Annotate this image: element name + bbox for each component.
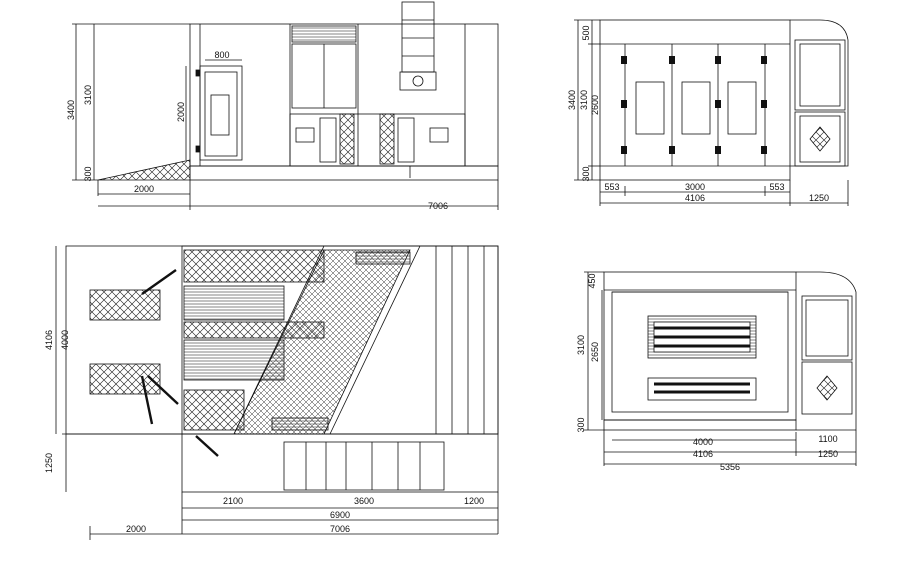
dim-end-left-offset: 553 [604, 182, 619, 192]
end-booth-body [599, 19, 791, 181]
dim-endb-overall-width: 5356 [720, 462, 740, 472]
dimension-labels: 3400 3100 300 800 2000 2000 7006 500 340… [44, 25, 838, 534]
dim-plan-total-length: 7006 [330, 524, 350, 534]
dim-plan-seg-c: 1200 [464, 496, 484, 506]
dim-endb-base-height: 300 [576, 417, 586, 432]
dim-endb-inner-height: 2650 [590, 342, 600, 362]
dim-plan-side-unit: 1250 [44, 453, 54, 473]
dim-side-door-height: 2000 [176, 102, 186, 122]
end-inner-booth [611, 291, 789, 413]
dim-end-base-height: 300 [581, 166, 591, 181]
dim-end-door-height: 2600 [590, 95, 600, 115]
dim-endb-side-inner: 1100 [818, 434, 837, 444]
dim-plan-ramp-length: 2000 [126, 524, 146, 534]
dim-plan-booth-length: 6900 [330, 510, 350, 520]
dim-end-center-width: 3000 [685, 182, 705, 192]
side-door [199, 65, 243, 161]
dim-end-booth-height: 3100 [579, 90, 589, 110]
dim-endb-total-width: 4106 [693, 449, 713, 459]
dim-side-booth-height: 3100 [83, 85, 93, 105]
end-view-top [574, 19, 849, 206]
dim-end-right-offset: 553 [769, 182, 784, 192]
exhaust-stack [401, 1, 435, 73]
dim-endb-side-unit: 1250 [818, 449, 838, 459]
dim-endb-top-section: 450 [587, 273, 597, 288]
dim-plan-seg-b: 3600 [354, 496, 374, 506]
dim-endb-inner-width: 4000 [693, 437, 713, 447]
dim-side-base-height: 300 [83, 166, 93, 181]
end-view-bottom [584, 271, 857, 466]
dim-side-overall-height: 3400 [66, 100, 76, 120]
dim-plan-seg-a: 2100 [223, 496, 243, 506]
dim-end-total-width: 4106 [685, 193, 705, 203]
dim-end-side-unit: 1250 [809, 193, 829, 203]
dim-plan-total-width: 4106 [44, 330, 54, 350]
dim-plan-inner-width: 4000 [60, 330, 70, 350]
dim-side-ramp-length: 2000 [134, 184, 154, 194]
dim-end-overall-height: 3400 [567, 90, 577, 110]
dim-side-total-length: 7006 [428, 201, 448, 211]
dim-side-door-width: 800 [214, 50, 229, 60]
side-view [72, 1, 499, 210]
dim-endb-booth-height: 3100 [576, 335, 586, 355]
dim-end-top-section: 500 [581, 25, 591, 40]
plan-view [55, 245, 499, 540]
